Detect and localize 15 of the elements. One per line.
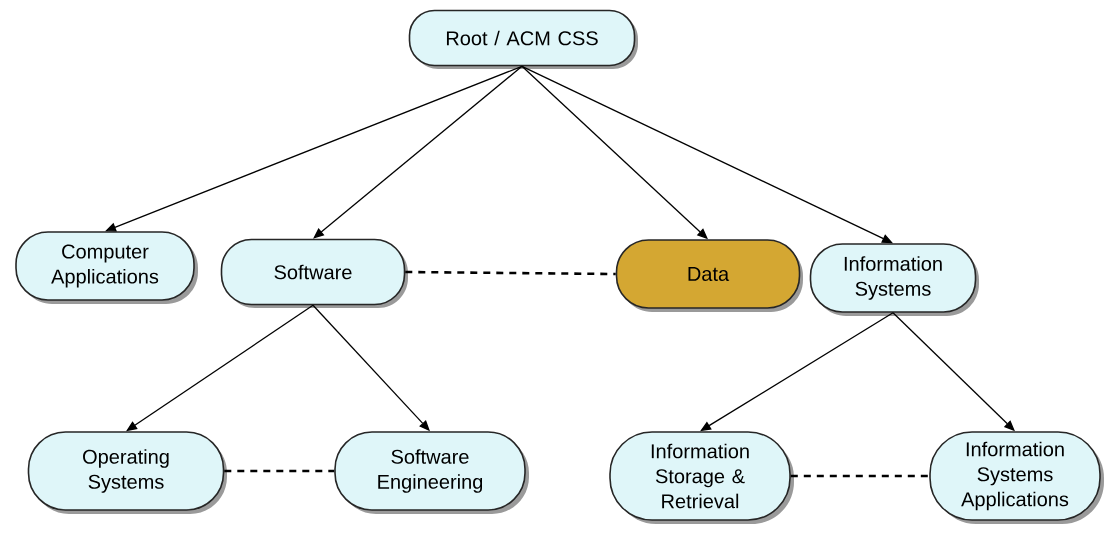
process-box: Information Storage & Retrieval (609, 431, 794, 524)
process-box: Data (615, 239, 803, 312)
process-box: Software (220, 238, 408, 308)
dashed-line (405, 270, 616, 276)
process-box: Information Systems Applications (929, 431, 1104, 524)
dashed-line (224, 469, 335, 473)
process-box: Computer Applications (15, 231, 198, 304)
process-box: Operating Systems (27, 431, 227, 514)
process-box: Information Systems (809, 243, 979, 316)
dashed-line (790, 474, 930, 478)
arrow (105, 65, 523, 232)
arrow (313, 65, 523, 239)
arrow (521, 65, 893, 244)
process-box: Root / ACM CSS (408, 9, 638, 69)
process-box: Software Engineering (334, 431, 529, 514)
